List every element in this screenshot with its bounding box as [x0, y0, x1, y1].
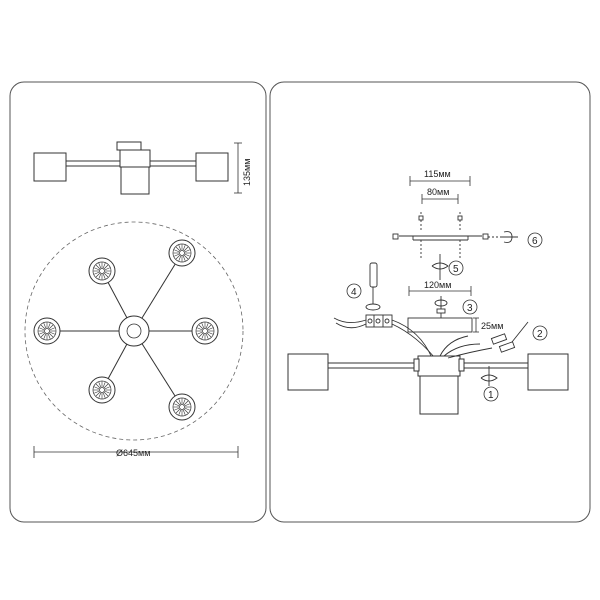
side-hub [119, 149, 151, 168]
lamp-head [88, 257, 116, 285]
side-shade-right [195, 152, 229, 182]
side-view-fixture [33, 141, 229, 195]
rotate-arrow-1 [480, 366, 498, 386]
terminal-block [365, 314, 393, 328]
assembly-shade-right [527, 353, 569, 391]
ceiling-canopy [116, 141, 142, 151]
dimension-80 [421, 194, 459, 204]
diameter-dimension [33, 446, 239, 458]
assembly-shade-left [287, 353, 329, 391]
rotate-arrow-6 [500, 231, 518, 243]
dimension-115 [409, 176, 471, 186]
step-6-circle [527, 232, 543, 248]
right-panel-border [269, 81, 591, 523]
lamp-head [168, 239, 196, 267]
screw-3 [434, 296, 448, 318]
label-115: 115мм [424, 169, 451, 179]
step-3-label: 3 [467, 303, 473, 314]
lamp-head [88, 376, 116, 404]
label-25: 25мм [481, 321, 503, 331]
step-5-circle [448, 260, 464, 276]
diameter-label: Ø645мм [116, 448, 150, 458]
assembly-fixture [287, 353, 569, 415]
lamp-head [191, 317, 219, 345]
step-1-label: 1 [488, 390, 494, 401]
step-4-label: 4 [351, 287, 357, 298]
hub-inner [126, 323, 142, 339]
canopy-base [407, 317, 473, 333]
assembly-shade-center [419, 375, 459, 415]
dimension-120 [408, 286, 472, 296]
step-4-circle [346, 283, 362, 299]
step-6-label: 6 [532, 236, 538, 247]
step-2-circle [532, 325, 548, 341]
height-dimension [234, 142, 242, 194]
diameter-outline [24, 221, 244, 441]
step-2-label: 2 [537, 329, 543, 340]
side-shade-left [33, 152, 67, 182]
depth-dimension [473, 317, 479, 333]
step-1-circle [483, 386, 499, 402]
lamp-head [33, 317, 61, 345]
left-panel-border [9, 81, 267, 523]
assembly-wires [439, 321, 529, 359]
height-label: 135мм [242, 159, 252, 186]
step-5-label: 5 [453, 264, 459, 275]
label-120: 120мм [424, 280, 451, 290]
step-3-circle [462, 299, 478, 315]
rotate-arrow-5 [431, 254, 449, 280]
side-shade-center [120, 166, 150, 195]
screwdriver [365, 262, 381, 311]
lamp-head [168, 393, 196, 421]
lamp-heads [33, 239, 219, 421]
assembly-hub [417, 355, 461, 377]
label-80: 80мм [427, 187, 449, 197]
mounting-bracket [392, 212, 506, 258]
